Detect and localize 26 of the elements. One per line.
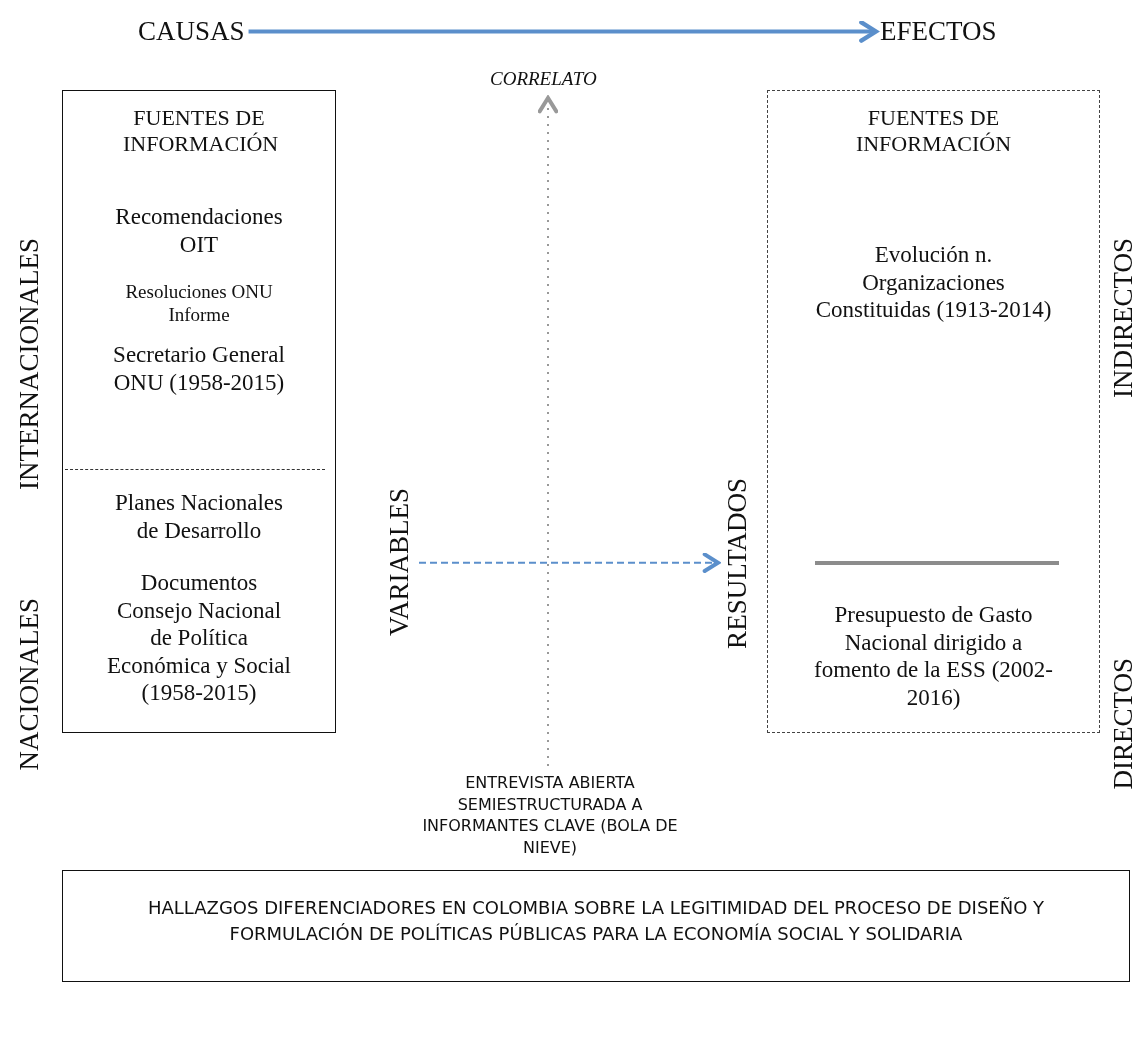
cause-label: CAUSAS bbox=[138, 16, 245, 47]
source-heading: FUENTES DE INFORMACIÓN bbox=[854, 105, 1013, 158]
arrow bbox=[418, 552, 720, 574]
source-text: Recomendaciones OIT bbox=[114, 203, 284, 259]
arrow bbox=[537, 96, 559, 767]
source-text: Planes Nacionales de Desarrollo bbox=[114, 489, 284, 545]
frame-box bbox=[62, 90, 336, 733]
side-label: INTERNACIONALES bbox=[14, 238, 45, 490]
axis-label: VARIABLES bbox=[384, 488, 415, 637]
side-label: INDIRECTOS bbox=[1108, 238, 1139, 398]
source-text: Presupuesto de Gasto Nacional dirigido a fomento de la ESS (2002-2016) bbox=[813, 601, 1054, 712]
source-text: Resoluciones ONU Informe bbox=[124, 281, 274, 327]
source-text: Secretario General ONU (1958-2015) bbox=[112, 341, 286, 397]
frame-box bbox=[767, 90, 1100, 733]
source-heading: FUENTES DE INFORMACIÓN bbox=[122, 105, 280, 158]
effect-label: EFECTOS bbox=[880, 16, 997, 47]
source-text: Evolución n. Organizaciones Constituidas (1913-2014) bbox=[814, 241, 1053, 324]
findings-text: HALLAZGOS DIFERENCIADORES EN COLOMBIA SOBRE LA LEGITIMIDAD DEL PROCESO DE DISEÑO Y FORMULACIÓN DE POLÍTICAS PÚBLICAS PARA LA ECONOMÍA SOCIAL Y SOLIDARIA bbox=[146, 896, 1046, 947]
source-text: Documentos Consejo Nacional de Política Económica y Social (1958-2015) bbox=[106, 569, 292, 707]
method-note: ENTREVISTA ABIERTA SEMIESTRUCTURADA A INFORMANTES CLAVE (BOLA DE NIEVE) bbox=[420, 772, 680, 859]
side-label: DIRECTOS bbox=[1108, 658, 1139, 790]
arrow bbox=[248, 20, 879, 43]
side-label: NACIONALES bbox=[14, 598, 45, 771]
axis-label: RESULTADOS bbox=[722, 478, 753, 649]
frame-box bbox=[62, 870, 1130, 982]
correlation-label: CORRELATO bbox=[490, 68, 597, 90]
